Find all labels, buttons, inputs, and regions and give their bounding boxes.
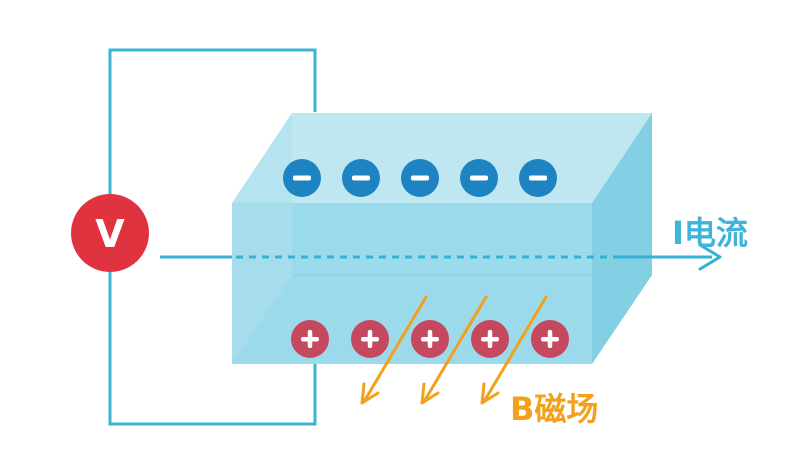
field-arrow: [360, 295, 428, 405]
current-arrowhead: [698, 243, 722, 271]
positive-charge: [531, 320, 569, 358]
current-arrow: [160, 243, 722, 271]
negative-charge: [519, 159, 557, 197]
voltmeter-symbol: V: [95, 212, 125, 256]
field-arrow: [480, 295, 548, 405]
positive-charge: [351, 320, 389, 358]
negative-charge: [460, 159, 498, 197]
magnetic-field-label: B磁场: [510, 390, 598, 428]
positive-charges: [291, 320, 569, 358]
circuit-wire: [108, 48, 317, 426]
magnetic-field-arrows: [360, 295, 548, 405]
voltmeter: V: [71, 194, 149, 272]
current-label: I电流: [672, 214, 748, 252]
voltmeter-circle: [71, 194, 149, 272]
slab-left-face-glare: [232, 113, 292, 364]
positive-charge: [411, 320, 449, 358]
positive-charge: [291, 320, 329, 358]
field-arrow: [420, 295, 488, 405]
negative-charge: [283, 159, 321, 197]
slab-right-face: [592, 113, 652, 364]
positive-charge: [471, 320, 509, 358]
negative-charge: [342, 159, 380, 197]
wire-top-segment: [108, 48, 317, 200]
wire-bottom-segment: [108, 266, 317, 426]
negative-charge: [401, 159, 439, 197]
negative-charges: [283, 159, 557, 197]
